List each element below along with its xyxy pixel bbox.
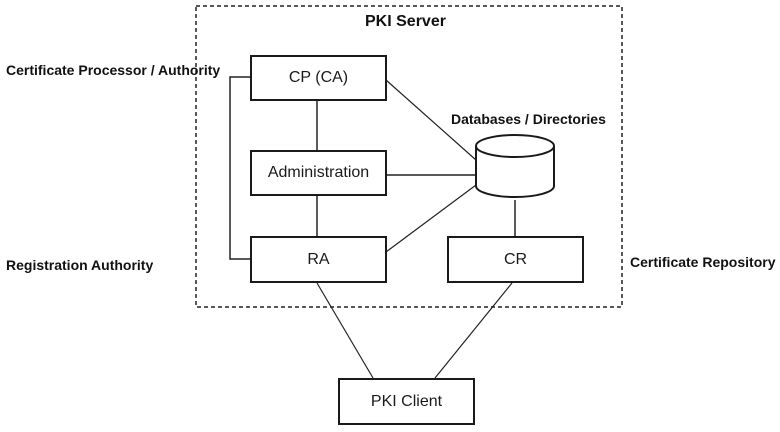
edge-cp-ra-bracket	[229, 76, 251, 260]
edge-cp-database	[385, 79, 477, 161]
pki-client-box: PKI Client	[338, 378, 475, 425]
cp-ca-box: CP (CA)	[250, 55, 387, 101]
certificate-repository-label: Certificate Repository	[630, 254, 776, 270]
edge-ra-database	[385, 184, 477, 253]
administration-box: Administration	[250, 150, 387, 196]
databases-directories-label: Databases / Directories	[451, 111, 606, 127]
database-icon	[475, 134, 555, 198]
registration-authority-label: Registration Authority	[6, 257, 154, 273]
edge-ra-client	[316, 282, 374, 379]
ra-box: RA	[250, 236, 387, 283]
edge-cr-client	[434, 282, 513, 379]
certificate-processor-label: Certificate Processor / Authority	[6, 62, 221, 78]
pki-server-title: PKI Server	[365, 13, 446, 30]
pki-server-boundary	[195, 5, 623, 308]
cr-box: CR	[447, 236, 584, 283]
